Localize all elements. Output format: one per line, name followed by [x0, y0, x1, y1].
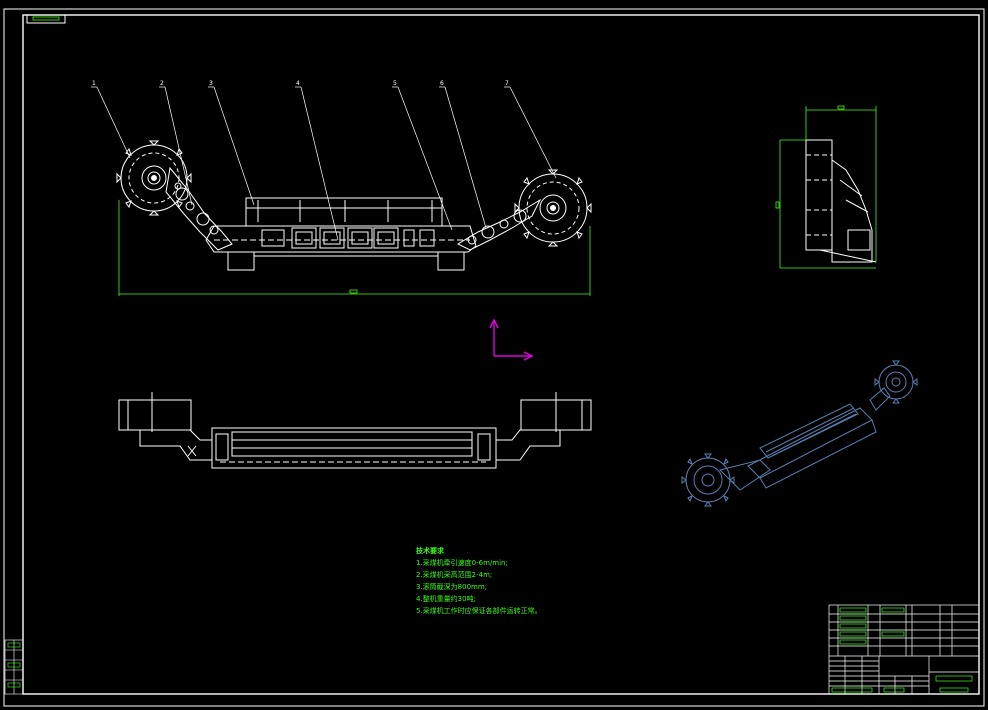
notes-item: 1.采煤机牵引速度0-6m/min; — [416, 559, 508, 567]
right-walking-shoe — [437, 251, 465, 271]
ucs-axis-icon — [489, 318, 534, 361]
body-bolts — [257, 200, 433, 222]
left-margin-stamp — [4, 639, 24, 695]
front-view-dimension — [118, 200, 591, 296]
left-walking-shoe — [227, 251, 255, 271]
technical-requirements: 技术要求 1.采煤机牵引速度0-6m/min; 2.采煤机采高范围2-4m; 3… — [416, 545, 542, 617]
notes-item: 3.滚筒截深为800mm; — [416, 583, 488, 591]
drawing-number-mark — [32, 16, 60, 21]
top-view — [118, 392, 592, 469]
isometric-view — [681, 360, 918, 507]
notes-item: 4.整机重量约30吨; — [416, 595, 476, 603]
right-ranging-arm — [456, 198, 542, 251]
main-body-frame — [205, 225, 477, 253]
front-view — [116, 140, 592, 271]
leader-lines — [96, 86, 557, 241]
left-ranging-arm — [165, 166, 233, 251]
left-cutting-drum — [116, 140, 192, 216]
drawing-number-box — [26, 14, 66, 24]
title-block-marks — [831, 607, 973, 693]
title-block — [828, 604, 980, 695]
side-view-dimension — [775, 105, 877, 269]
control-boxes — [291, 227, 415, 249]
inner-drawing-frame — [22, 14, 980, 695]
main-body-top — [245, 197, 443, 227]
notes-item: 2.采煤机采高范围2-4m; — [416, 571, 493, 579]
side-view — [805, 139, 877, 263]
notes-title: 技术要求 — [416, 547, 444, 555]
right-cutting-drum — [514, 169, 592, 247]
outer-sheet-border — [3, 8, 985, 707]
notes-item: 5.采煤机工作时应保证各部件运转正常。 — [416, 607, 542, 615]
